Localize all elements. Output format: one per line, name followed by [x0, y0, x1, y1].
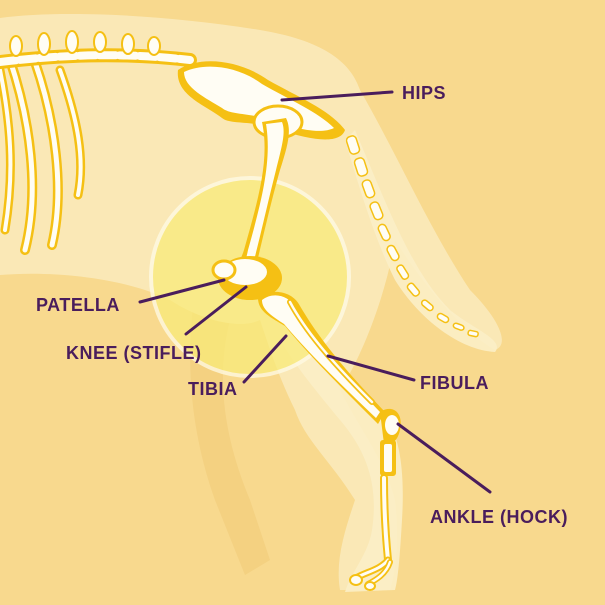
patella-label: PATELLA [36, 295, 120, 315]
leader-lines [138, 90, 492, 494]
tail-vertebrae [345, 135, 479, 338]
hips-leader-line [280, 90, 394, 102]
hips-label: HIPS [402, 83, 447, 103]
knee-label: KNEE (STIFLE) [66, 343, 202, 363]
patella-leader-line [138, 278, 226, 304]
ribcage [0, 55, 86, 255]
toe-bones [349, 556, 393, 591]
knee-joint [211, 256, 282, 300]
femur-bone [232, 118, 289, 280]
tibia-leader-line [242, 334, 288, 384]
fibula-leader-line [326, 354, 416, 382]
fibula-label: FIBULA [420, 373, 489, 393]
fibula-bone [287, 299, 375, 405]
tail-silhouette [345, 130, 497, 352]
ankle-label: ANKLE (HOCK) [430, 507, 568, 527]
knee-leader-line [184, 285, 248, 336]
spine [0, 30, 197, 69]
tibia-bone [258, 291, 385, 424]
metatarsal-bones [380, 440, 396, 564]
ankle-leader-line [396, 422, 492, 494]
hock-joint [380, 408, 401, 445]
tibia-label: TIBIA [188, 379, 238, 399]
